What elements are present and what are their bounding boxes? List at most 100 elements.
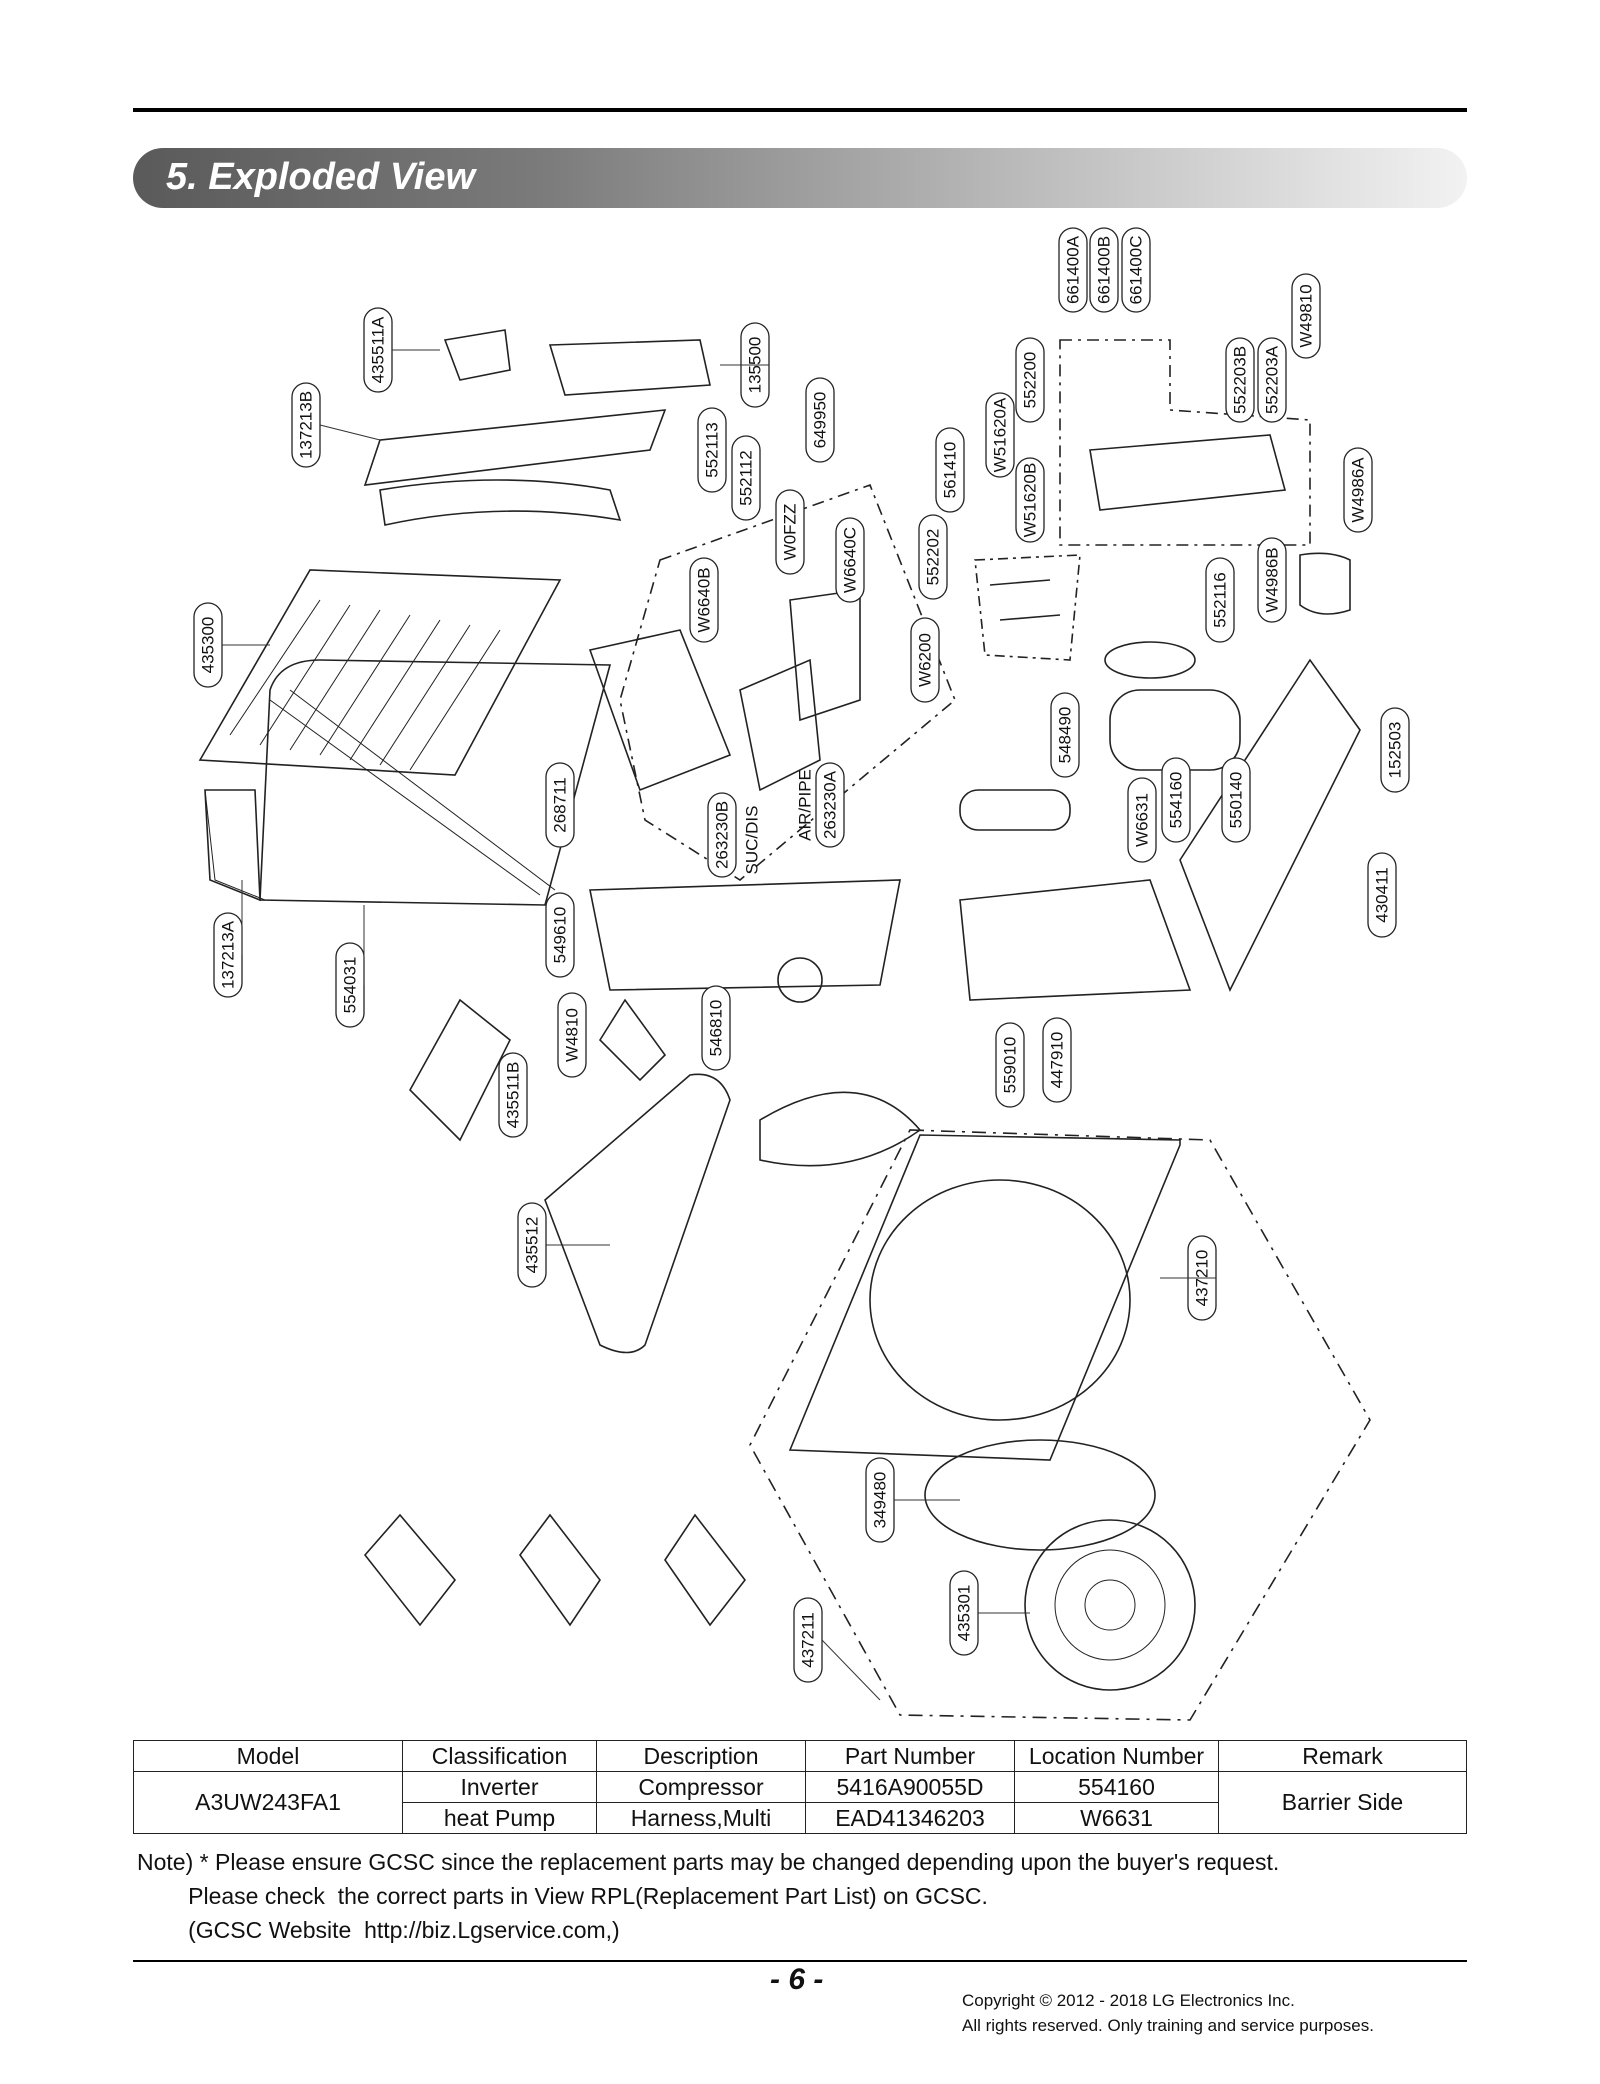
callout-W6640C: W6640C <box>835 517 865 603</box>
side-panel-right <box>1179 658 1361 992</box>
callout-435511A: 435511A <box>363 307 393 393</box>
base-pan <box>959 879 1192 1001</box>
copyright-line-1: Copyright © 2012 - 2018 LG Electronics I… <box>962 1991 1295 2010</box>
svg-text:W6631: W6631 <box>1133 793 1152 847</box>
svg-text:W6640B: W6640B <box>695 567 714 632</box>
callout-447910: 447910 <box>1042 1017 1072 1103</box>
install-manual <box>664 1513 747 1627</box>
header-model: Model <box>133 1740 403 1772</box>
callout-552200: 552200 <box>1015 337 1045 423</box>
leader-lines <box>222 349 1216 1701</box>
copyright-line-2: All rights reserved. Only training and s… <box>962 2016 1374 2035</box>
callout-661400C: 661400C <box>1121 227 1151 313</box>
callout-561410: 561410 <box>935 427 965 513</box>
svg-text:548490: 548490 <box>1056 707 1075 764</box>
callout-552203B: 552203B <box>1225 337 1255 423</box>
callout-W4986B: W4986B <box>1257 537 1287 623</box>
svg-text:152503: 152503 <box>1386 722 1405 779</box>
cell-model: A3UW243FA1 <box>133 1771 403 1834</box>
piping-assembly <box>379 479 622 526</box>
orifice-ring <box>924 1439 1156 1551</box>
callout-435301: 435301 <box>949 1570 979 1656</box>
svg-text:435511A: 435511A <box>369 316 388 383</box>
svg-text:W4986B: W4986B <box>1263 547 1282 612</box>
callout-W4810: W4810 <box>557 992 587 1078</box>
callout-649950: 649950 <box>805 377 835 463</box>
callout-437211: 437211 <box>793 1597 823 1683</box>
front-panel-outline <box>749 1129 1371 1721</box>
svg-text:552200: 552200 <box>1021 352 1040 409</box>
callout-548490: 548490 <box>1050 692 1080 778</box>
top-cover-plate <box>363 409 667 486</box>
svg-text:661400C: 661400C <box>1127 235 1146 304</box>
svg-text:561410: 561410 <box>941 442 960 499</box>
callout-550140: 550140 <box>1221 757 1251 843</box>
callout-552113: 552113 <box>697 407 727 493</box>
copyright: Copyright © 2012 - 2018 LG Electronics I… <box>962 1988 1374 2038</box>
header-location-number: Location Number <box>1014 1740 1219 1772</box>
cell-description: Harness,Multi <box>596 1802 806 1834</box>
svg-text:349480: 349480 <box>871 1472 890 1529</box>
callout-263230A: 263230A <box>815 762 845 848</box>
callout-559010: 559010 <box>995 1022 1025 1108</box>
table-row: heat Pump Harness,Multi EAD41346203 W663… <box>134 1802 1467 1834</box>
svg-text:W0FZZ: W0FZZ <box>781 504 800 561</box>
svg-text:W4986A: W4986A <box>1349 457 1368 523</box>
svg-text:435300: 435300 <box>199 617 218 674</box>
motor-bracket <box>598 998 667 1082</box>
front-panel <box>788 1134 1181 1461</box>
fan-guard <box>1024 1519 1196 1691</box>
callout-552112: 552112 <box>731 435 761 521</box>
four-way-valve-outline <box>974 554 1081 661</box>
callout-W51620A: W51620A <box>985 392 1015 478</box>
svg-text:137213B: 137213B <box>297 391 316 459</box>
callout-W6631: W6631 <box>1127 777 1157 863</box>
cover-bracket <box>443 329 511 381</box>
callout-552202: 552202 <box>918 514 948 600</box>
service-manual <box>519 1513 601 1627</box>
cover-handle <box>548 339 711 396</box>
note-line-1: Note) * Please ensure GCSC since the rep… <box>137 1849 1280 1875</box>
callout-552203A: 552203A <box>1257 337 1287 423</box>
callout-554031: 554031 <box>335 942 365 1028</box>
fan-motor <box>777 957 823 1003</box>
cell-location-number: 554160 <box>1014 1771 1219 1803</box>
callout-430411: 430411 <box>1367 852 1397 938</box>
coil-guard-grille <box>198 569 562 776</box>
svg-text:W51620A: W51620A <box>991 397 1010 472</box>
svg-text:W6640C: W6640C <box>841 527 860 593</box>
callout-152503: 152503 <box>1380 707 1410 793</box>
header-part-number: Part Number <box>805 1740 1015 1772</box>
inverter-pcb <box>789 589 861 722</box>
svg-text:552202: 552202 <box>924 529 943 586</box>
callout-137213B: 137213B <box>291 382 321 468</box>
svg-text:137213A: 137213A <box>219 920 238 989</box>
cell-classification-2: heat Pump <box>402 1802 597 1834</box>
header-description: Description <box>596 1740 806 1772</box>
parts-table: Model Classification Description Part Nu… <box>133 1740 1467 1834</box>
service-valve-block <box>1089 434 1287 511</box>
svg-text:SUC/DIS: SUC/DIS <box>743 806 762 875</box>
fan-blade <box>759 1091 922 1167</box>
svg-text:430411: 430411 <box>1373 867 1392 922</box>
callout-546810: 546810 <box>701 985 731 1071</box>
side-grille <box>409 998 512 1142</box>
svg-text:546810: 546810 <box>707 1000 726 1057</box>
callout-W6200: W6200 <box>910 617 940 703</box>
motor-mount <box>589 879 901 991</box>
front-panel-opening <box>869 1179 1131 1421</box>
control-box <box>588 629 732 792</box>
callout-W51620B: W51620B <box>1015 457 1045 543</box>
condenser-coil <box>259 659 612 906</box>
side-panel <box>204 789 261 902</box>
callout-435512: 435512 <box>517 1202 547 1288</box>
section-banner: 5. Exploded View <box>133 148 1467 208</box>
svg-text:552116: 552116 <box>1211 572 1230 627</box>
svg-text:435511B: 435511B <box>504 1062 523 1129</box>
control-box-frame <box>739 658 821 792</box>
callout-labels: 661400A 661400B 661400C W49810 552203B 5… <box>193 227 1410 1683</box>
callout-349480: 349480 <box>865 1457 895 1543</box>
exploded-view-diagram: 661400A 661400B 661400C W49810 552203B 5… <box>193 227 1410 1721</box>
callout-549610: 549610 <box>545 892 575 978</box>
callout-435300: 435300 <box>193 602 223 688</box>
